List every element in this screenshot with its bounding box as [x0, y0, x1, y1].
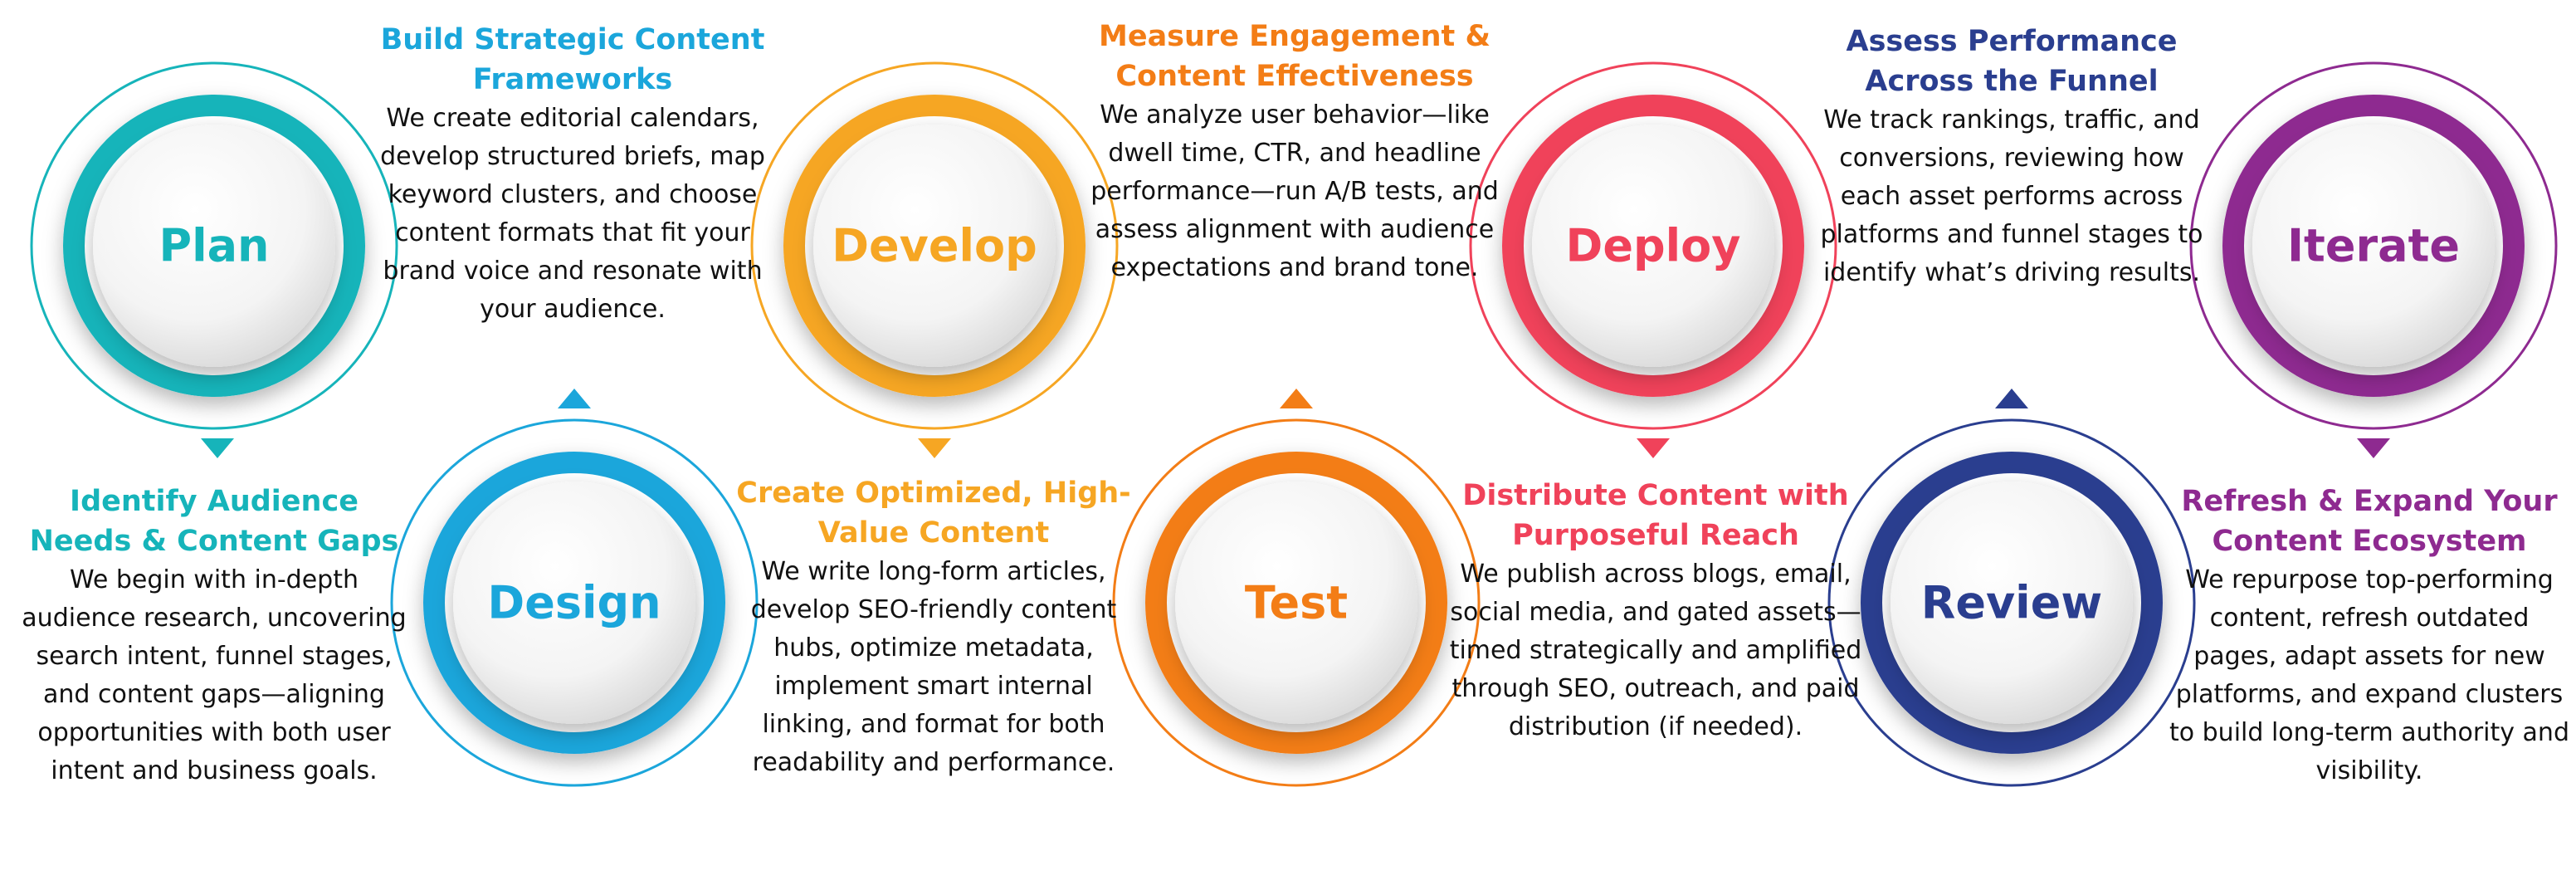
stage-circle-design[interactable]: Design	[423, 452, 725, 754]
pointer-up-icon	[1995, 389, 2028, 408]
stage-body: We write long-form articles, develop SEO…	[750, 557, 1117, 777]
stage-body: We track rankings, traffic, and conversi…	[1820, 105, 2203, 287]
stage-body: We analyze user behavior—like dwell time…	[1090, 100, 1499, 282]
stage-label-test: Test	[1245, 577, 1348, 629]
stage-heading: Build Strategic Content Frameworks	[380, 23, 765, 96]
stage-heading: Distribute Content with Purposeful Reach	[1462, 479, 1849, 552]
outline-deploy	[1469, 61, 1837, 430]
stage-circle-review[interactable]: Review	[1861, 452, 2163, 754]
stage-circle-develop[interactable]: Develop	[783, 95, 1086, 397]
pointer-up-icon	[1280, 389, 1313, 408]
stage-label-deploy: Deploy	[1566, 220, 1741, 272]
outline-plan	[30, 61, 398, 430]
pointer-up-icon	[558, 389, 591, 408]
stage-heading: Identify Audience Needs & Content Gaps	[29, 485, 399, 558]
outline-iterate	[2189, 61, 2558, 430]
outline-develop	[750, 61, 1119, 430]
stage-heading: Measure Engagement & Content Effectivene…	[1099, 20, 1490, 93]
pointer-down-icon	[918, 438, 951, 458]
stage-body: We create editorial calendars, develop s…	[380, 104, 765, 324]
stage-circle-test[interactable]: Test	[1145, 452, 1447, 754]
stage-circle-plan[interactable]: Plan	[63, 95, 365, 397]
stage-circle-deploy[interactable]: Deploy	[1502, 95, 1804, 397]
stage-label-plan: Plan	[159, 220, 270, 272]
pointer-down-icon	[2357, 438, 2390, 458]
outline-review	[1827, 418, 2196, 787]
pointer-markers	[201, 389, 2390, 458]
stage-label-design: Design	[487, 577, 661, 629]
pointer-down-icon	[201, 438, 234, 458]
connector-outlines	[30, 61, 2558, 787]
stage-heading: Assess Performance Across the Funnel	[1846, 25, 2178, 98]
stage-body: We repurpose top-performing content, ref…	[2169, 565, 2569, 785]
outline-design	[390, 418, 759, 787]
stage-description-design: Build Strategic Content Frameworks We cre…	[365, 20, 780, 329]
stage-body: We begin with in-depth audience research…	[22, 565, 407, 785]
stage-heading: Refresh & Expand Your Content Ecosystem	[2181, 485, 2558, 558]
pointer-down-icon	[1637, 438, 1670, 458]
stage-circle-iterate[interactable]: Iterate	[2222, 95, 2525, 397]
stage-description-test: Measure Engagement & Content Effectivene…	[1087, 17, 1502, 287]
stage-description-deploy: Distribute Content with Purposeful Reach…	[1448, 476, 1863, 746]
stage-label-review: Review	[1921, 577, 2102, 629]
outline-test	[1112, 418, 1481, 787]
stage-label-develop: Develop	[832, 220, 1037, 272]
stage-body: We publish across blogs, email, social m…	[1449, 560, 1862, 741]
stage-label-iterate: Iterate	[2287, 220, 2460, 272]
stage-heading: Create Optimized, High-Value Content	[736, 477, 1131, 550]
